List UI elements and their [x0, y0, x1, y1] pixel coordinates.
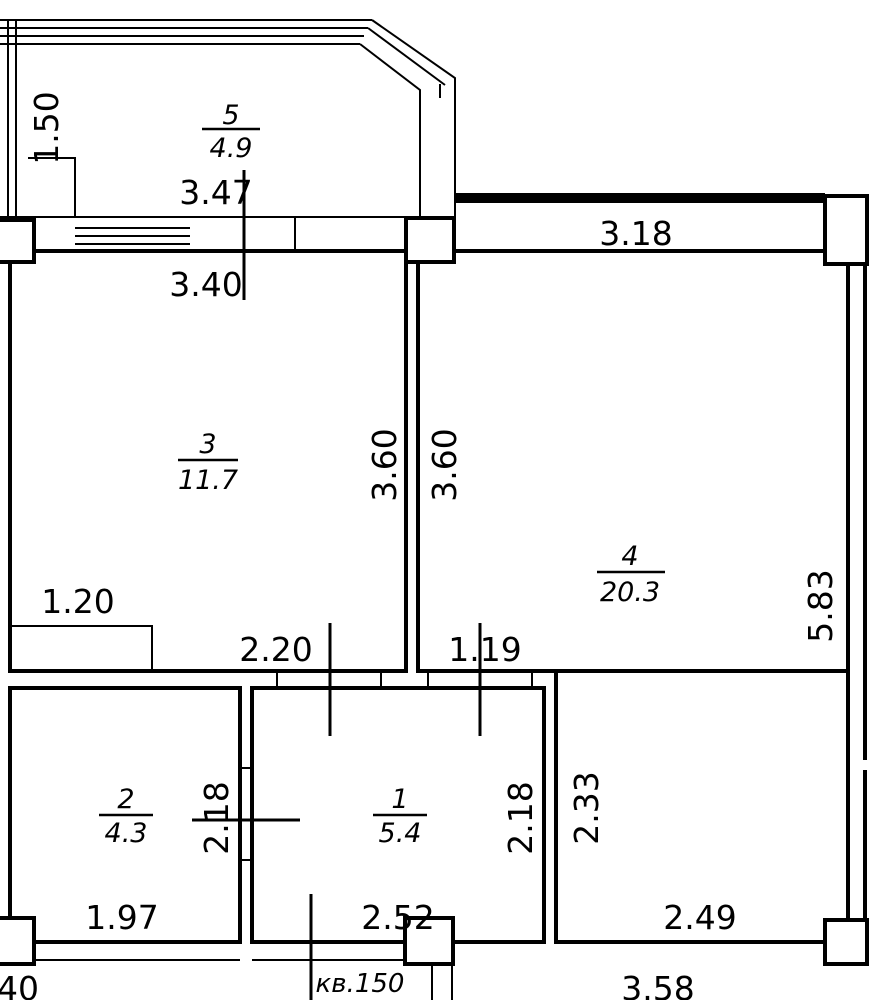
- dim-room1-bottom: 2.52: [361, 898, 434, 937]
- room-number: 2: [117, 784, 134, 815]
- dim-balcony-width: 3.47: [179, 173, 252, 212]
- dim-room2-right: 2.18: [197, 781, 236, 854]
- closet-room3: [10, 625, 153, 671]
- room-number: 5: [222, 100, 239, 131]
- room-area: 4.9: [210, 133, 253, 164]
- dim-room4-bottom: 2.49: [663, 898, 736, 937]
- room-area: 20.3: [600, 577, 660, 608]
- room-label-2: 2 4.3: [99, 784, 153, 849]
- dim-room4-left: 3.60: [425, 428, 464, 501]
- dimension-ticks: [192, 170, 482, 1000]
- dim-balcony-height: 1.50: [27, 91, 66, 164]
- dim-room3-right: 3.60: [365, 428, 404, 501]
- dim-outer-right-bottom: 3.58: [621, 969, 694, 1000]
- room-number: 3: [199, 429, 216, 460]
- room-area: 5.4: [379, 818, 422, 849]
- dim-room3-top: 3.40: [169, 265, 242, 304]
- room-area: 4.3: [105, 818, 148, 849]
- room-label-4: 4 20.3: [597, 541, 665, 608]
- room-label-3: 3 11.7: [178, 429, 238, 496]
- dim-room2-bottom: 1.97: [85, 898, 158, 937]
- balcony-outline: [0, 19, 456, 217]
- pillars: [0, 194, 869, 966]
- dim-room3-bottom-right: 2.20: [239, 630, 312, 669]
- dim-outer-left-bottom: 40: [0, 969, 39, 1000]
- room-label-5: 5 4.9: [202, 100, 260, 164]
- dim-room4-right: 5.83: [801, 569, 840, 642]
- dim-room4-lower-left: 2.33: [567, 771, 606, 844]
- dim-room4-top: 3.18: [599, 214, 672, 253]
- room-area: 11.7: [178, 465, 238, 496]
- dim-room1-right: 2.18: [501, 781, 540, 854]
- room-label-1: 1 5.4: [373, 784, 427, 849]
- room-number: 1: [391, 784, 408, 815]
- room-number: 4: [621, 541, 638, 572]
- dim-room3-bottom-left: 1.20: [41, 582, 114, 621]
- window-room3: [75, 217, 296, 251]
- outer-walls: [0, 193, 867, 944]
- dim-corridor-top: 1.19: [448, 630, 521, 669]
- lower-walls: [0, 670, 546, 1000]
- apartment-label: кв.150: [316, 969, 405, 999]
